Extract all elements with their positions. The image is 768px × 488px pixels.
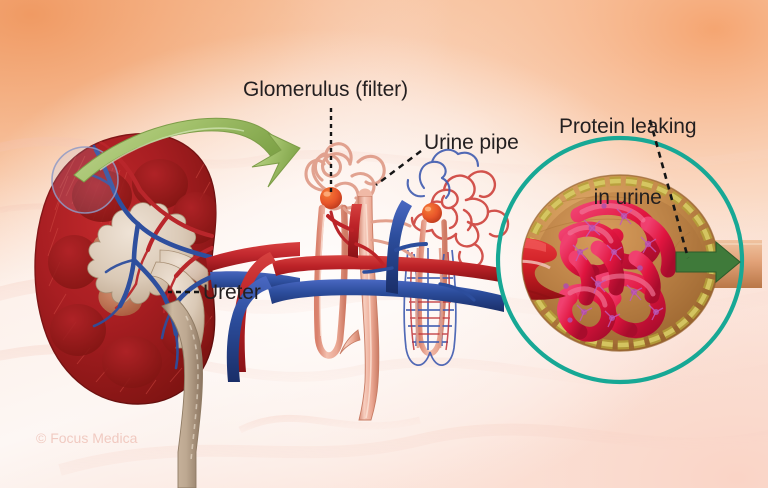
label-protein-leaking: Protein leaking in urine xyxy=(559,68,697,256)
inset-ring xyxy=(495,135,745,385)
label-protein-line1: Protein leaking xyxy=(559,115,697,139)
collecting-duct-branch xyxy=(339,329,361,355)
collecting-duct-top xyxy=(358,188,372,196)
label-ureter: Ureter xyxy=(203,281,261,304)
interlobar-vein-branch xyxy=(226,276,272,382)
kidney-cross-section xyxy=(34,133,300,488)
glomerulus-right-highlight xyxy=(424,206,432,212)
renal-artery xyxy=(206,242,300,272)
ureter-highlight xyxy=(185,315,199,461)
ureter-tube xyxy=(161,299,203,488)
label-glomerulus: Glomerulus (filter) xyxy=(243,78,408,101)
artery-branch-right xyxy=(354,242,386,268)
loop-highlight-left xyxy=(319,213,325,337)
nephron-juxtamedullary xyxy=(304,142,386,359)
proximal-convoluted-tubule-left xyxy=(304,142,386,211)
leader-line-urine-pipe xyxy=(375,150,422,186)
leader-line-protein xyxy=(648,119,690,259)
glomerulus-left-highlight xyxy=(323,191,331,197)
kidney-to-nephron-arrow xyxy=(73,117,301,188)
label-protein-line2: in urine xyxy=(593,185,662,209)
peritubular-capillaries-right-upper xyxy=(406,148,480,200)
intrarenal-arteries xyxy=(117,157,215,279)
artery-branch-left xyxy=(326,214,354,232)
arcuate-artery-riser xyxy=(348,204,362,258)
watermark-credit: © Focus Medica xyxy=(36,430,138,446)
podocytes xyxy=(563,203,664,328)
collecting-duct-highlight xyxy=(365,203,372,419)
label-urine-pipe: Urine pipe xyxy=(424,131,519,154)
vein-branch-far-right xyxy=(438,282,476,302)
interlobar-vein xyxy=(268,279,504,312)
vein-branch-left xyxy=(362,266,394,274)
vein-branch-right xyxy=(394,242,428,252)
interlobar-artery-branch xyxy=(232,252,276,372)
protein-leak-arrow xyxy=(675,240,741,284)
